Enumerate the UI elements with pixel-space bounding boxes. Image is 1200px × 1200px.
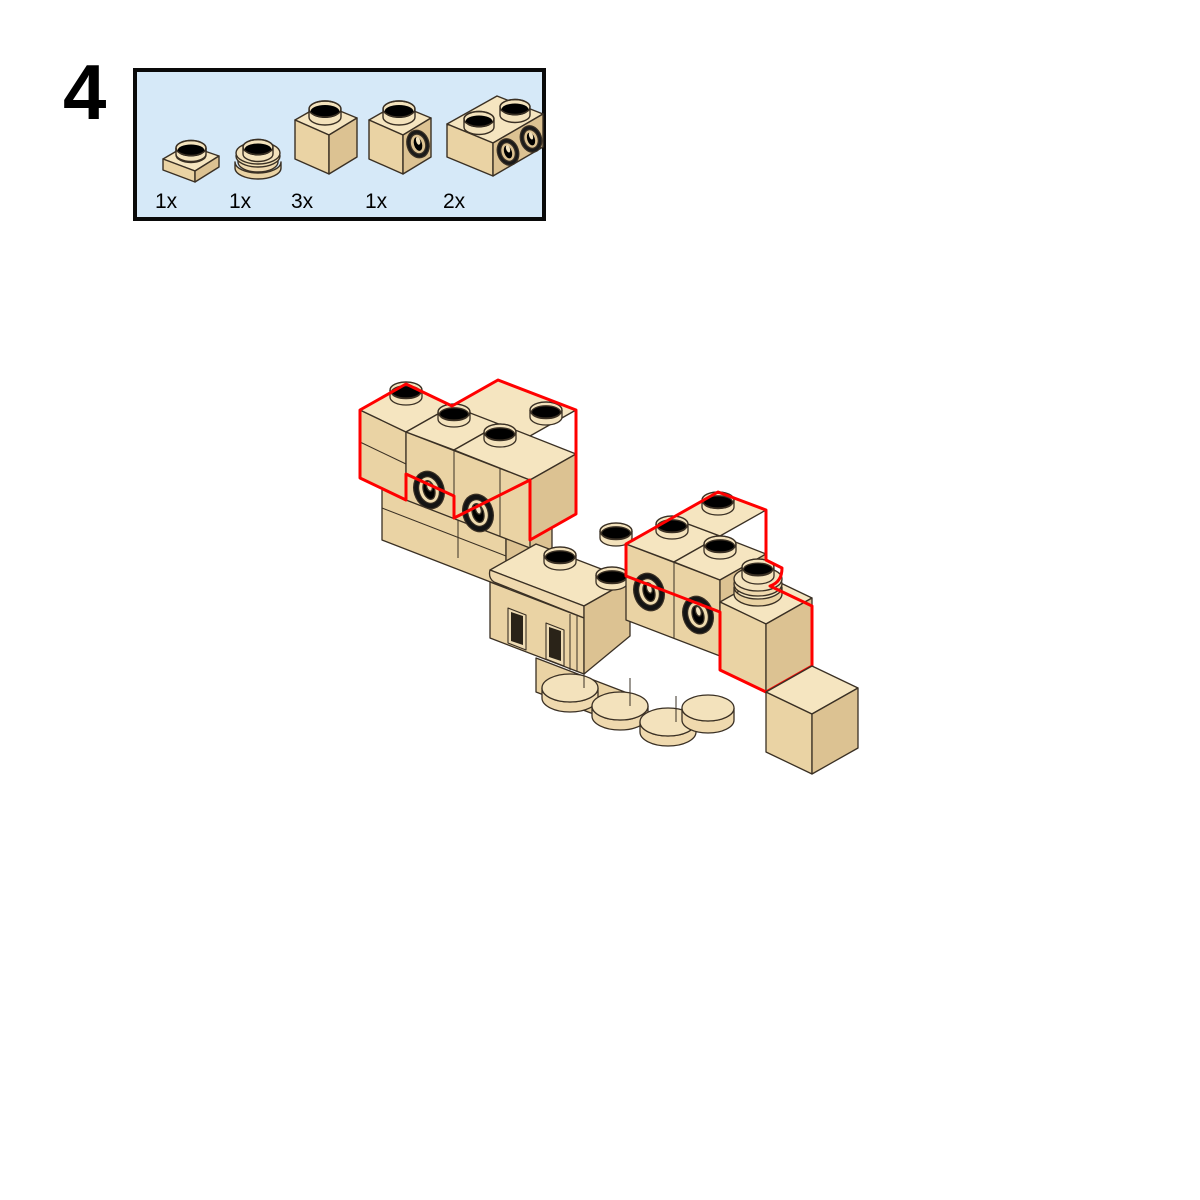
bottom-underside-assembly [535, 657, 859, 775]
parts-list: 1x [137, 72, 544, 217]
model-assembly [330, 370, 870, 840]
side-stud-ring [406, 129, 430, 159]
middle-panel-section [488, 522, 633, 675]
underside-tube [541, 673, 599, 713]
round-plate-stud-piece [719, 558, 813, 693]
stud-icon [483, 423, 517, 448]
stud-icon [703, 535, 737, 560]
part-quantity-label: 1x [155, 190, 178, 213]
step-number: 4 [63, 48, 106, 136]
part-quantity-label: 2x [443, 190, 466, 213]
part-quantity-label: 3x [291, 190, 314, 213]
part-item-brick-1x1: 3x [289, 94, 363, 213]
brick-1x1-side-stud-icon [368, 100, 432, 175]
part-quantity-label: 1x [229, 190, 252, 213]
stud-icon [543, 546, 577, 571]
part-quantity-label: 1x [365, 190, 388, 213]
part-item-brick-1x2-two-side-studs: 2x [441, 90, 551, 213]
part-item-round-plate-stud: 1x [227, 126, 289, 213]
parts-callout-box: 1x [133, 68, 546, 221]
model-isometric-drawing [358, 378, 859, 775]
part-item-brick-1x1-side-stud: 1x [363, 94, 441, 213]
stud-icon [437, 403, 471, 428]
side-stud-ring [496, 138, 520, 166]
highlight-outline [358, 378, 578, 542]
highlight-outline [624, 490, 814, 694]
brick-1x2-two-side-studs-icon [446, 95, 544, 177]
part-item-plate-1x1: 1x [153, 126, 227, 213]
highlighted-brick-1x2-side-studs-right [624, 490, 814, 694]
plate-1x1-icon [162, 139, 220, 183]
stud-icon [595, 566, 629, 591]
brick-1x1-icon [294, 100, 358, 175]
stud-icon [529, 401, 563, 426]
round-plate-stud-icon [234, 138, 282, 180]
side-stud-ring [519, 125, 543, 153]
underside-tube [681, 694, 735, 734]
highlighted-brick-1x2-side-studs-left [358, 378, 578, 549]
